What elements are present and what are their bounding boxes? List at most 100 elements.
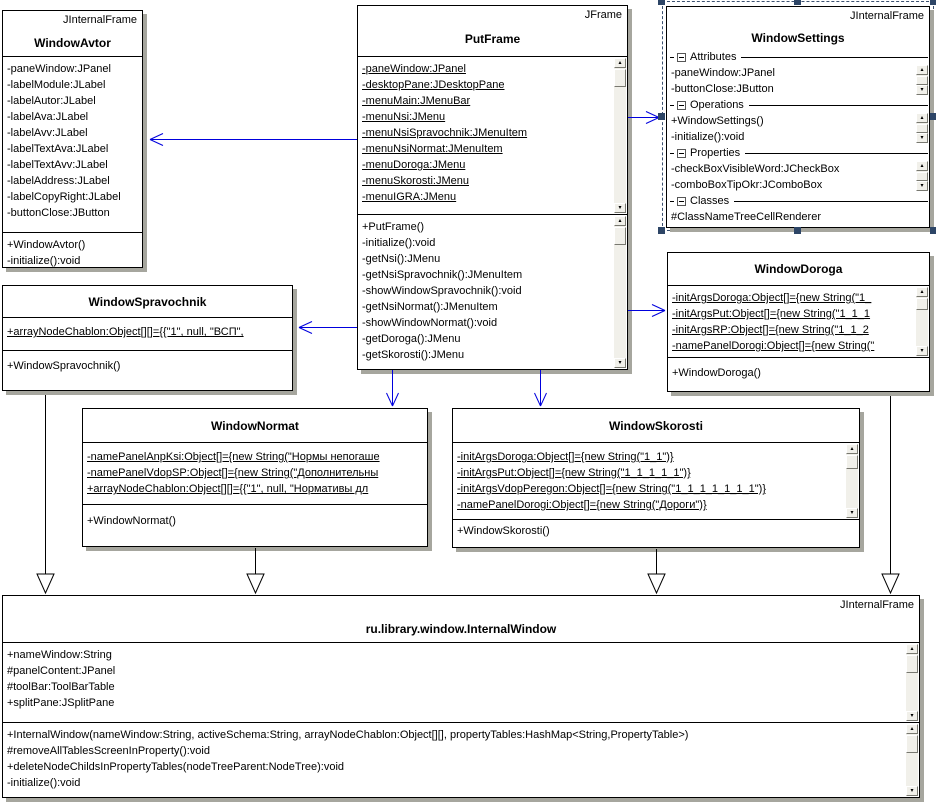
association-putframe-to-windownormat[interactable]	[386, 370, 399, 407]
class-name: WindowNormat	[211, 418, 299, 433]
operation: +WindowSkorosti()	[457, 525, 550, 537]
scroll-down-icon[interactable]: ▾	[846, 508, 858, 518]
operation: -getNsiNormat():JMenuItem	[362, 301, 498, 313]
selection-handle[interactable]	[658, 227, 665, 234]
class-name: WindowSettings	[751, 31, 845, 45]
operation: -initialize():void	[7, 777, 81, 789]
stereotype-label: JFrame	[584, 9, 622, 21]
class-windowdoroga[interactable]: WindowDoroga ▴ ▾ -initArgsDoroga:Object[…	[667, 252, 930, 392]
attribute: -labelAvv:JLabel	[7, 127, 88, 139]
section-header-classes: Classes	[667, 193, 929, 209]
collapse-icon[interactable]	[677, 52, 686, 62]
attribute: -labelTextAvv:JLabel	[7, 159, 108, 171]
section-items-operations: ▴ ▾ +WindowSettings()-initialize():void	[667, 113, 929, 145]
scrollbar-thumb[interactable]	[916, 76, 928, 85]
scroll-up-icon[interactable]: ▴	[916, 161, 928, 171]
selection-handle[interactable]	[658, 113, 665, 120]
class-windowspravochnik[interactable]: WindowSpravochnik +arrayNodeChablon:Obje…	[2, 285, 293, 391]
scrollbar[interactable]: ▴ ▾	[916, 113, 928, 143]
selection-handle[interactable]	[930, 0, 936, 5]
scrollbar[interactable]: ▴ ▾	[906, 724, 918, 796]
section-items-properties: ▴ ▾ -checkBoxVisibleWord:JCheckBox-combo…	[667, 161, 929, 193]
attribute: -initArgsRP:Object[]={new String("1_1_2	[672, 324, 869, 336]
selection-handle[interactable]	[930, 227, 936, 234]
class-putframe[interactable]: JFrame PutFrame ▴ ▾ -paneWindow:JPanel-d…	[357, 5, 628, 370]
generalization-windowdoroga-to-internalwindow[interactable]	[881, 396, 900, 595]
class-windowavtor[interactable]: JInternalFrame WindowAvtor -paneWindow:J…	[2, 10, 143, 268]
attribute: -menuNsiSpravochnik:JMenuItem	[362, 127, 528, 139]
section-label: Attributes	[690, 51, 737, 63]
attribute: #panelContent:JPanel	[7, 665, 116, 677]
scroll-down-icon[interactable]: ▾	[916, 181, 928, 191]
scrollbar-thumb[interactable]	[614, 227, 626, 245]
scrollbar[interactable]: ▴ ▾	[846, 444, 858, 518]
class-name: WindowDoroga	[754, 262, 843, 276]
selection-handle[interactable]	[930, 113, 936, 120]
scroll-up-icon[interactable]: ▴	[916, 65, 928, 75]
scroll-up-icon[interactable]: ▴	[906, 644, 918, 654]
collapse-icon[interactable]	[677, 148, 686, 158]
operations-compartment: ▴ ▾ +PutFrame()-initialize():void-getNsi…	[358, 214, 627, 369]
class-windownormat[interactable]: WindowNormat -namePanelAnpKsi:Object[]={…	[82, 408, 428, 547]
operation: +WindowAvtor()	[7, 239, 86, 251]
attributes-compartment: +arrayNodeChablon:Object[][]={{"1", null…	[3, 317, 292, 350]
class-name: PutFrame	[464, 32, 521, 46]
scrollbar-thumb[interactable]	[614, 69, 626, 87]
selection-handle[interactable]	[794, 0, 801, 5]
scrollbar-thumb[interactable]	[846, 455, 858, 469]
selection-handle[interactable]	[794, 227, 801, 234]
scroll-up-icon[interactable]: ▴	[846, 444, 858, 454]
scrollbar-thumb[interactable]	[916, 298, 928, 310]
scroll-down-icon[interactable]: ▾	[906, 786, 918, 796]
scrollbar[interactable]: ▴ ▾	[916, 65, 928, 95]
scrollbar[interactable]: ▴ ▾	[906, 644, 918, 721]
attribute: +splitPane:JSplitPane	[7, 697, 115, 709]
scroll-down-icon[interactable]: ▾	[916, 133, 928, 143]
attribute: -namePanelDorogi:Object[]={new String("	[672, 340, 875, 352]
scroll-down-icon[interactable]: ▾	[614, 203, 626, 213]
scrollbar[interactable]: ▴ ▾	[614, 58, 626, 213]
scroll-down-icon[interactable]: ▾	[906, 711, 918, 721]
scroll-up-icon[interactable]: ▴	[614, 58, 626, 68]
scrollbar-thumb[interactable]	[916, 124, 928, 133]
attribute: -menuMain:JMenuBar	[362, 95, 471, 107]
selection-handle[interactable]	[658, 0, 665, 5]
association-putframe-to-windowsettings[interactable]	[628, 111, 660, 124]
scrollbar-thumb[interactable]	[916, 172, 928, 181]
section-header-operations: Operations	[667, 97, 929, 113]
scrollbar[interactable]: ▴ ▾	[614, 216, 626, 368]
attributes-compartment: ▴ ▾ -initArgsDoroga:Object[]={new String…	[668, 285, 929, 357]
association-putframe-to-windowskorosti[interactable]	[534, 370, 547, 407]
scrollbar[interactable]: ▴ ▾	[916, 161, 928, 191]
scroll-up-icon[interactable]: ▴	[916, 287, 928, 297]
attribute: -initArgsPut:Object[]={new String("1_1_1	[672, 308, 871, 320]
attributes-compartment: ▴ ▾ -initArgsDoroga:Object[]={new String…	[453, 442, 859, 519]
class-windowskorosti[interactable]: WindowSkorosti ▴ ▾ -initArgsDoroga:Objec…	[452, 408, 860, 548]
operation: +PutFrame()	[362, 221, 425, 233]
attributes-compartment: -namePanelAnpKsi:Object[]={new String("Н…	[83, 442, 427, 504]
scroll-down-icon[interactable]: ▾	[916, 85, 928, 95]
operations-compartment: +WindowDoroga()	[668, 357, 929, 391]
association-putframe-to-windowspravochnik[interactable]	[298, 321, 357, 334]
section-items-classes: #ClassNameTreeCellRenderer	[667, 209, 929, 227]
generalization-windowskorosti-to-internalwindow[interactable]	[647, 549, 666, 595]
class-header: JInternalFrame WindowSettings	[667, 7, 929, 49]
collapse-icon[interactable]	[677, 196, 686, 206]
association-putframe-to-windowavtor[interactable]	[149, 133, 357, 146]
generalization-windownormat-to-internalwindow[interactable]	[246, 548, 265, 595]
collapse-icon[interactable]	[677, 100, 686, 110]
scroll-down-icon[interactable]: ▾	[916, 346, 928, 356]
scroll-up-icon[interactable]: ▴	[916, 113, 928, 123]
scrollbar[interactable]: ▴ ▾	[916, 287, 928, 356]
scroll-up-icon[interactable]: ▴	[906, 724, 918, 734]
generalization-windowspravochnik-to-internalwindow[interactable]	[36, 395, 55, 595]
scroll-up-icon[interactable]: ▴	[614, 216, 626, 226]
class-windowsettings[interactable]: JInternalFrame WindowSettings Attributes…	[666, 6, 930, 228]
scrollbar-thumb[interactable]	[906, 735, 918, 753]
scrollbar-thumb[interactable]	[906, 655, 918, 673]
class-internalwindow[interactable]: JInternalFrame ru.library.window.Interna…	[2, 595, 920, 798]
attribute: -labelTextAva:JLabel	[7, 143, 109, 155]
scroll-down-icon[interactable]: ▾	[614, 358, 626, 368]
association-putframe-to-windowdoroga[interactable]	[628, 304, 666, 317]
